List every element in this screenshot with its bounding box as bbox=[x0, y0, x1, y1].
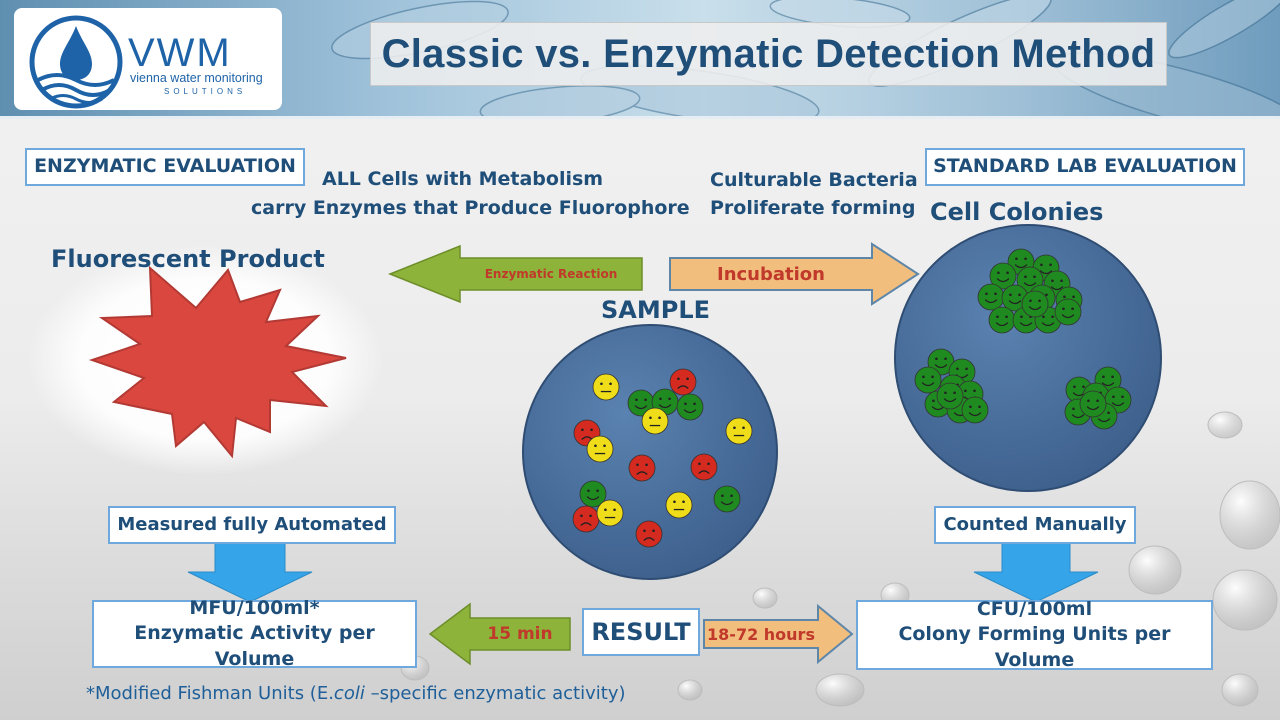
cells-layer bbox=[572, 248, 1132, 548]
left-down-arrow bbox=[187, 541, 313, 603]
bacteria-cell-icon bbox=[628, 454, 656, 482]
enzymatic-evaluation-text: ENZYMATIC EVALUATION bbox=[34, 155, 296, 178]
header-divider bbox=[0, 116, 1280, 119]
enzymatic-reaction-arrow bbox=[387, 244, 643, 304]
bacteria-cell-icon bbox=[641, 407, 669, 435]
bacteria-cell-icon bbox=[961, 396, 989, 424]
standard-lab-text: STANDARD LAB EVALUATION bbox=[933, 155, 1237, 178]
enzymatic-description-line1: ALL Cells with Metabolism bbox=[322, 168, 604, 190]
incubation-label: Incubation bbox=[717, 263, 825, 285]
bacteria-cell-icon bbox=[676, 393, 704, 421]
fifteen-min-label: 15 min bbox=[487, 624, 553, 644]
bacteria-cell-icon bbox=[936, 382, 964, 410]
bacteria-cell-icon bbox=[1054, 298, 1082, 326]
bacteria-cell-icon bbox=[592, 373, 620, 401]
measured-automated-text: Measured fully Automated bbox=[117, 513, 387, 535]
bacteria-cell-icon bbox=[713, 485, 741, 513]
bacteria-cell-icon bbox=[988, 306, 1016, 334]
mfu-description: Enzymatic Activity per Volume bbox=[134, 622, 375, 670]
bacteria-cell-icon bbox=[914, 366, 942, 394]
incubation-arrow bbox=[669, 242, 920, 306]
bacteria-cell-icon bbox=[690, 453, 718, 481]
measured-automated-box: Measured fully Automated bbox=[108, 506, 396, 544]
logo-tagline: SOLUTIONS bbox=[164, 87, 246, 96]
standard-description-line1: Culturable Bacteria bbox=[710, 169, 918, 191]
counted-manually-text: Counted Manually bbox=[943, 513, 1127, 535]
result-box: RESULT bbox=[582, 608, 700, 656]
hours-label: 18-72 hours bbox=[707, 624, 815, 644]
right-down-arrow bbox=[973, 541, 1099, 603]
counted-manually-box: Counted Manually bbox=[934, 506, 1136, 544]
fifteen-min-arrow bbox=[428, 602, 571, 666]
sample-label: SAMPLE bbox=[601, 296, 711, 324]
bacteria-cell-icon bbox=[1021, 290, 1049, 318]
cfu-unit: CFU/100ml bbox=[976, 597, 1093, 620]
footnote-prefix: *Modified Fishman Units (E. bbox=[86, 683, 334, 704]
footnote-italic: coli bbox=[333, 683, 365, 704]
cell-colonies-label: Cell Colonies bbox=[930, 198, 1104, 226]
header-banner: VWM vienna water monitoring SOLUTIONS Cl… bbox=[0, 0, 1280, 118]
bacteria-cell-icon bbox=[579, 480, 607, 508]
mfu-unit: MFU/100ml* bbox=[189, 596, 320, 619]
bacteria-cell-icon bbox=[572, 505, 600, 533]
cfu-result-box: CFU/100ml Colony Forming Units per Volum… bbox=[856, 597, 1213, 671]
bacteria-cell-icon bbox=[596, 499, 624, 527]
cfu-description: Colony Forming Units per Volume bbox=[898, 623, 1171, 671]
water-droplets bbox=[400, 411, 1280, 707]
vwm-logo-image: VWM vienna water monitoring SOLUTIONS bbox=[29, 15, 263, 109]
bacteria-cell-icon bbox=[586, 435, 614, 463]
standard-description-line2: Proliferate forming bbox=[710, 197, 916, 219]
logo: VWM vienna water monitoring SOLUTIONS bbox=[14, 8, 282, 110]
page-title: Classic vs. Enzymatic Detection Method bbox=[381, 31, 1156, 76]
enzymatic-reaction-label: Enzymatic Reaction bbox=[484, 267, 618, 281]
bacteria-cell-icon bbox=[1079, 390, 1107, 418]
fluorescent-product-label: Fluorescent Product bbox=[51, 245, 325, 273]
title-box: Classic vs. Enzymatic Detection Method bbox=[370, 22, 1167, 86]
bacteria-cell-icon bbox=[977, 283, 1005, 311]
mfu-result-box: MFU/100ml* Enzymatic Activity per Volume bbox=[92, 597, 417, 670]
fluorescent-star-shape bbox=[88, 265, 347, 459]
hours-arrow bbox=[703, 603, 854, 665]
bacteria-cell-icon bbox=[989, 262, 1017, 290]
bacteria-cell-icon bbox=[635, 520, 663, 548]
footnote: *Modified Fishman Units (E.coli –specifi… bbox=[86, 683, 626, 704]
standard-lab-heading: STANDARD LAB EVALUATION bbox=[925, 148, 1245, 186]
logo-name: VWM bbox=[128, 31, 232, 75]
bacteria-cell-icon bbox=[725, 417, 753, 445]
bacteria-cell-icon bbox=[665, 491, 693, 519]
bacteria-cell-icon bbox=[669, 368, 697, 396]
enzymatic-evaluation-heading: ENZYMATIC EVALUATION bbox=[25, 148, 305, 186]
footnote-suffix: –specific enzymatic activity) bbox=[364, 683, 626, 704]
logo-subtitle: vienna water monitoring bbox=[130, 71, 263, 85]
enzymatic-description-line2: carry Enzymes that Produce Fluorophore bbox=[251, 197, 690, 219]
result-text: RESULT bbox=[591, 617, 691, 646]
